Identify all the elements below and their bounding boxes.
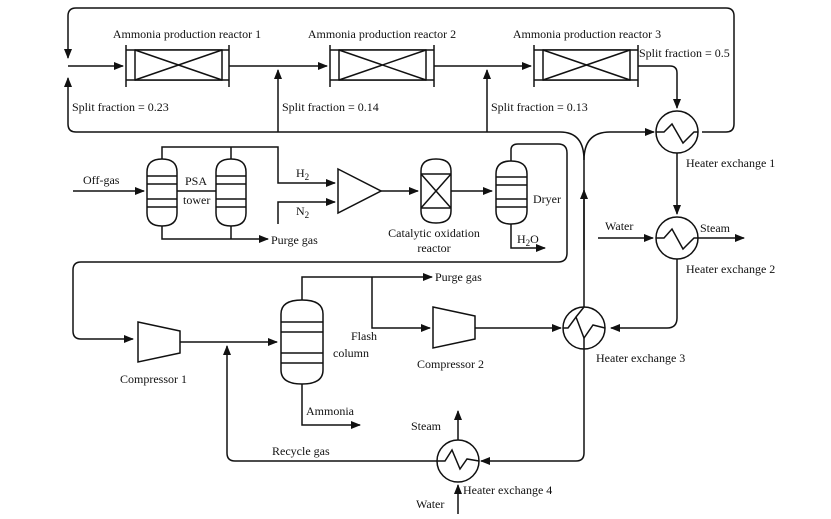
catalytic-oxidation-reactor[interactable]: [420, 158, 452, 224]
steam-label-4: Steam: [411, 419, 442, 433]
top-recycle-loop: [64, 7, 735, 133]
catalytic-label-2: reactor: [417, 241, 450, 255]
flash-column[interactable]: [280, 299, 324, 385]
n2-label: N2: [296, 204, 309, 220]
steam-label-2: Steam: [700, 221, 731, 235]
reactor-3-label: Ammonia production reactor 3: [513, 27, 661, 41]
flash-label-1: Flash: [351, 329, 377, 343]
hx3-label: Heater exchange 3: [596, 351, 685, 365]
psa-tower-2[interactable]: [215, 158, 247, 227]
split-fraction-2: Split fraction = 0.14: [282, 100, 379, 114]
heat-exchanger-2[interactable]: [655, 216, 699, 260]
ammonia-label: Ammonia: [306, 404, 355, 418]
outlet-split-fraction: Split fraction = 0.5: [639, 46, 730, 60]
ammonia-out-line: [301, 384, 361, 429]
bypass-crossing-arc: [559, 131, 585, 161]
compressor-1[interactable]: [137, 321, 181, 363]
gas-mixer[interactable]: [337, 167, 383, 215]
heat-exchanger-3[interactable]: [562, 306, 606, 350]
line-hx3-hx4: [480, 349, 585, 465]
heat-exchanger-4[interactable]: [436, 439, 480, 483]
compressor-2-label: Compressor 2: [417, 357, 484, 371]
dryer[interactable]: [495, 160, 528, 225]
h2-label: H2: [296, 166, 309, 182]
psa-top-header: [161, 146, 336, 187]
h2o-label: H2O: [517, 232, 539, 248]
line-r3-hx1: [638, 65, 681, 109]
psa-purge-line: [161, 226, 269, 243]
off-gas-label: Off-gas: [83, 173, 120, 187]
psa-tower-label: tower: [183, 193, 210, 207]
water-label-2: Water: [605, 219, 633, 233]
compressor-1-label: Compressor 1: [120, 372, 187, 386]
catalytic-label-1: Catalytic oxidation: [388, 226, 480, 240]
dryer-to-compressor-1-line: [72, 143, 568, 343]
reactor-3[interactable]: [533, 45, 639, 87]
water-label-4: Water: [416, 497, 444, 511]
psa-tower-1[interactable]: [146, 158, 178, 227]
flash-label-2: column: [333, 346, 369, 360]
h2o-line: [510, 224, 546, 252]
purge-gas-label-2: Purge gas: [435, 270, 482, 284]
line-to-compressor-2: [371, 277, 431, 332]
split-bypass-line: [64, 77, 560, 133]
psa-label: PSA: [185, 174, 207, 188]
heat-exchanger-1[interactable]: [655, 110, 699, 154]
recycle-gas-line: [223, 345, 437, 462]
flash-top-line: [301, 273, 433, 300]
reactor-1[interactable]: [125, 45, 230, 87]
dryer-label: Dryer: [533, 192, 561, 206]
split-fraction-1: Split fraction = 0.23: [72, 100, 169, 114]
reactor-2-label: Ammonia production reactor 2: [308, 27, 456, 41]
hx1-label: Heater exchange 1: [686, 156, 775, 170]
hx2-label: Heater exchange 2: [686, 262, 775, 276]
reactor-1-label: Ammonia production reactor 1: [113, 27, 261, 41]
recycle-gas-label: Recycle gas: [272, 444, 330, 458]
line-hx2-hx3: [610, 259, 678, 332]
compressor-2[interactable]: [432, 306, 476, 349]
purge-gas-label-1: Purge gas: [271, 233, 318, 247]
reactor-2[interactable]: [329, 45, 435, 87]
hx4-label: Heater exchange 4: [463, 483, 552, 497]
split-fraction-3: Split fraction = 0.13: [491, 100, 588, 114]
n2-line: [277, 198, 336, 224]
